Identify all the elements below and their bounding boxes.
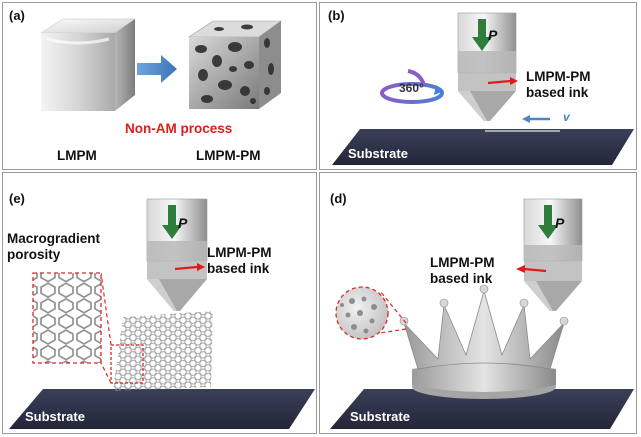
pressure-label-e: P: [178, 215, 188, 231]
porous-metal-cube: [188, 20, 282, 109]
porosity-zoom-inset: [32, 272, 102, 364]
substrate-plate: [332, 129, 634, 165]
panel-b-graphics: [332, 12, 634, 165]
pressure-arrow: [162, 205, 182, 239]
substrate-label-e: Substrate: [25, 409, 85, 424]
solid-metal-cube: [40, 18, 136, 111]
panel-a-graphics: [40, 18, 282, 111]
nozzle: [457, 12, 517, 121]
pressure-label-b: P: [488, 27, 498, 43]
panel-b-letter: (b): [328, 8, 345, 23]
lmpm-pm-label: LMPM-PM: [196, 148, 261, 163]
panel-b: (b) P 360° LMPM-PM based ink v Substrate: [319, 2, 637, 170]
panel-d-graphics: [330, 198, 634, 429]
panel-e: (e) P Macrogradient porosity LMPM-PM bas…: [2, 172, 317, 434]
panel-e-graphics: [9, 198, 315, 429]
pressure-label-d: P: [555, 215, 565, 231]
panel-d: (d) P LMPM-PM based ink Substrate: [319, 172, 637, 434]
ink-label-e: LMPM-PM based ink: [207, 245, 272, 276]
nozzle: [523, 198, 583, 311]
pressure-arrow: [472, 19, 492, 51]
printed-crown: [399, 284, 569, 399]
panel-e-letter: (e): [9, 191, 25, 206]
ink-label-b: LMPM-PM based ink: [526, 69, 591, 100]
transform-arrow: [137, 55, 177, 83]
rotation-ring: [380, 69, 444, 104]
porosity-zoom-inset: [335, 286, 389, 340]
pressure-arrow: [538, 205, 558, 239]
substrate-plate: [330, 389, 634, 429]
ink-pointer-arrow: [174, 265, 198, 271]
substrate-plate: [9, 389, 315, 429]
ink-label-d: LMPM-PM based ink: [430, 255, 495, 286]
ink-pointer-arrow: [487, 79, 511, 85]
substrate-label-b: Substrate: [348, 146, 408, 161]
panel-a: (a) Non-AM process LMPM LMPM-PM: [2, 2, 317, 170]
non-am-process-label: Non-AM process: [125, 121, 233, 136]
nozzle: [146, 198, 208, 311]
panel-a-letter: (a): [9, 8, 25, 23]
porosity-label: Macrogradient porosity: [7, 231, 101, 262]
ink-pointer-arrow: [523, 267, 547, 273]
lmpm-label: LMPM: [57, 148, 97, 163]
panel-d-letter: (d): [330, 191, 347, 206]
substrate-label-d: Substrate: [350, 409, 410, 424]
rotation-label: 360°: [399, 81, 424, 95]
velocity-label: v: [563, 110, 570, 124]
printed-lattice: [113, 311, 213, 391]
